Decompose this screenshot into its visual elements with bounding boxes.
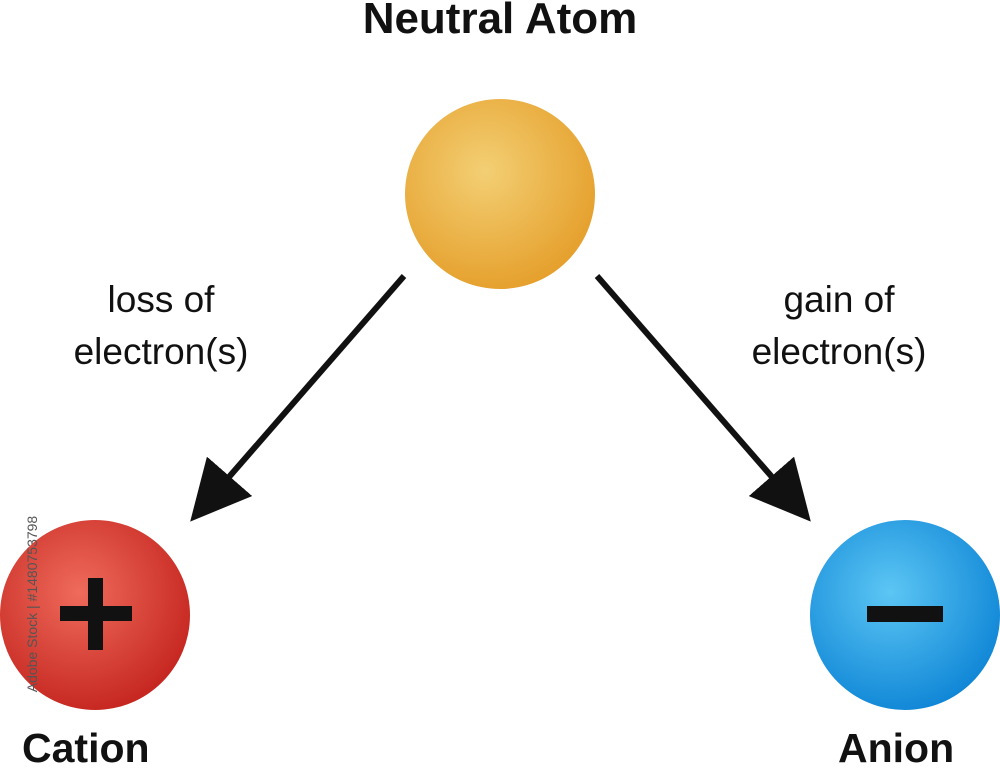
gain-label-line1: gain of [783,279,895,320]
diagram-title: Neutral Atom [362,0,638,43]
minus-sign-icon [867,606,943,622]
gain-of-electrons-label: gain of electron(s) [723,274,955,378]
loss-of-electrons-label: loss of electron(s) [45,274,277,378]
loss-label-line1: loss of [107,279,215,320]
loss-label-line2: electron(s) [73,331,249,372]
arrow-to-anion [594,274,811,522]
arrow-to-cation [190,274,407,522]
stock-watermark: Adobe Stock | #1480753798 [24,515,40,693]
anion-label: Anion [838,725,955,771]
plus-sign-icon [60,578,132,650]
cation-label: Cation [22,725,150,771]
neutral-atom-sphere [405,99,595,289]
gain-label-line2: electron(s) [751,331,927,372]
